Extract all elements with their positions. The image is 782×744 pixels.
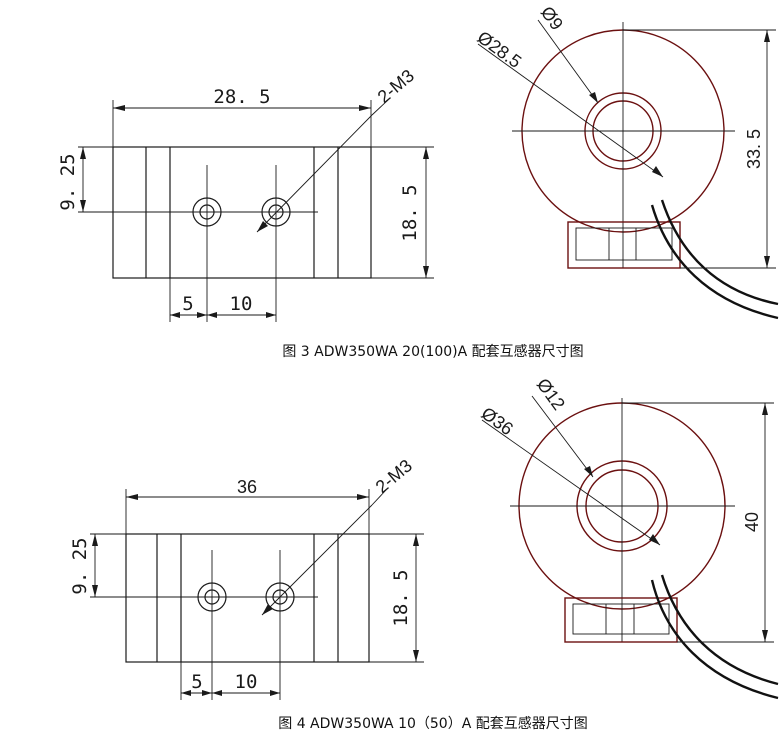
arrowhead <box>764 30 770 42</box>
arrowhead <box>197 312 207 318</box>
figure3-width-label: 28. 5 <box>213 86 270 108</box>
arrowhead <box>212 690 222 696</box>
arrowhead <box>202 690 212 696</box>
arrowhead <box>257 221 268 232</box>
figure3-side-view: 28. 5 2-M3 9. 25 18. 5 5 10 <box>57 65 434 322</box>
figure4-front-view: Ø36 Ø12 40 <box>478 375 779 700</box>
arrowhead <box>359 105 371 111</box>
arrowhead <box>764 256 770 268</box>
arrowhead <box>589 92 598 103</box>
figure3-thread-label: 2-M3 <box>374 65 418 107</box>
figure4-inner-dia-label: Ø12 <box>533 375 569 414</box>
figure3-outer-dia-leader <box>477 43 664 178</box>
arrowhead <box>413 650 419 662</box>
arrowhead <box>423 266 429 278</box>
figure3-caption: 图 3 ADW350WA 20(100)A 配套互感器尺寸图 <box>282 343 583 360</box>
figure4-total-height-label: 40 <box>742 512 762 532</box>
arrowhead <box>413 534 419 546</box>
figure4-width-label: 36 <box>237 477 257 497</box>
figure3-base-inner <box>575 227 673 261</box>
arrowhead <box>126 494 138 500</box>
arrowhead <box>762 630 768 642</box>
figure4-outer-dia-leader <box>481 419 661 546</box>
figure3-front-view: Ø28.5 Ø9 33. 5 <box>474 3 779 320</box>
arrowhead <box>170 312 180 318</box>
figure3-offset-label: 9. 25 <box>57 153 79 210</box>
figure4-base-block <box>564 597 678 643</box>
figure3-total-height-label: 33. 5 <box>744 129 764 169</box>
arrowhead <box>423 147 429 159</box>
arrowhead <box>181 690 191 696</box>
figure4-caption: 图 4 ADW350WA 10（50）A 配套互感器尺寸图 <box>278 715 588 732</box>
figure4-pitch-b-label: 10 <box>235 671 258 693</box>
figure3-body-outline <box>112 146 372 279</box>
arrowhead <box>80 200 86 212</box>
figure4-inner-dia-leader <box>531 395 594 478</box>
arrowhead <box>649 534 660 545</box>
arrowhead <box>762 403 768 415</box>
figure3-height-label: 18. 5 <box>399 184 421 241</box>
arrowhead <box>113 105 125 111</box>
arrowhead <box>80 147 86 159</box>
figure3-pitch-b-label: 10 <box>230 293 253 315</box>
figure3-base-block <box>567 221 681 269</box>
figure4-body-outline <box>125 533 370 663</box>
figure4-base-inner <box>572 603 670 635</box>
arrowhead <box>262 604 273 615</box>
figure3-thread-leader <box>371 99 389 116</box>
arrowhead <box>357 494 369 500</box>
arrowhead <box>652 166 663 177</box>
figure4-offset-label: 9. 25 <box>69 537 91 594</box>
figure4-pitch-a-label: 5 <box>191 671 202 693</box>
figure3-thread-leader <box>256 114 373 233</box>
figure4-thread-label: 2-M3 <box>372 455 416 497</box>
figure3-inner-dia-label: Ø9 <box>537 3 567 34</box>
arrowhead <box>584 466 593 477</box>
figure4-thread-leader <box>261 504 373 616</box>
arrowhead <box>207 312 217 318</box>
arrowhead <box>270 690 280 696</box>
figure3-inner-dia-leader <box>537 19 599 104</box>
figure3-pitch-a-label: 5 <box>182 293 193 315</box>
arrowhead <box>266 312 276 318</box>
figure3-lead-wire <box>650 204 779 320</box>
figure4-side-view: 36 2-M3 9. 25 18. 5 5 10 <box>69 455 424 700</box>
arrowhead <box>92 534 98 546</box>
figure4-thread-leader <box>371 489 387 506</box>
figure4-outer-dia-label: Ø36 <box>478 403 517 439</box>
arrowhead <box>92 585 98 597</box>
figure4-height-label: 18. 5 <box>390 569 412 626</box>
figure3-outer-dia-label: Ø28.5 <box>474 27 525 72</box>
figure4-lead-wire <box>660 574 779 686</box>
figure4-lead-wire <box>650 579 779 700</box>
